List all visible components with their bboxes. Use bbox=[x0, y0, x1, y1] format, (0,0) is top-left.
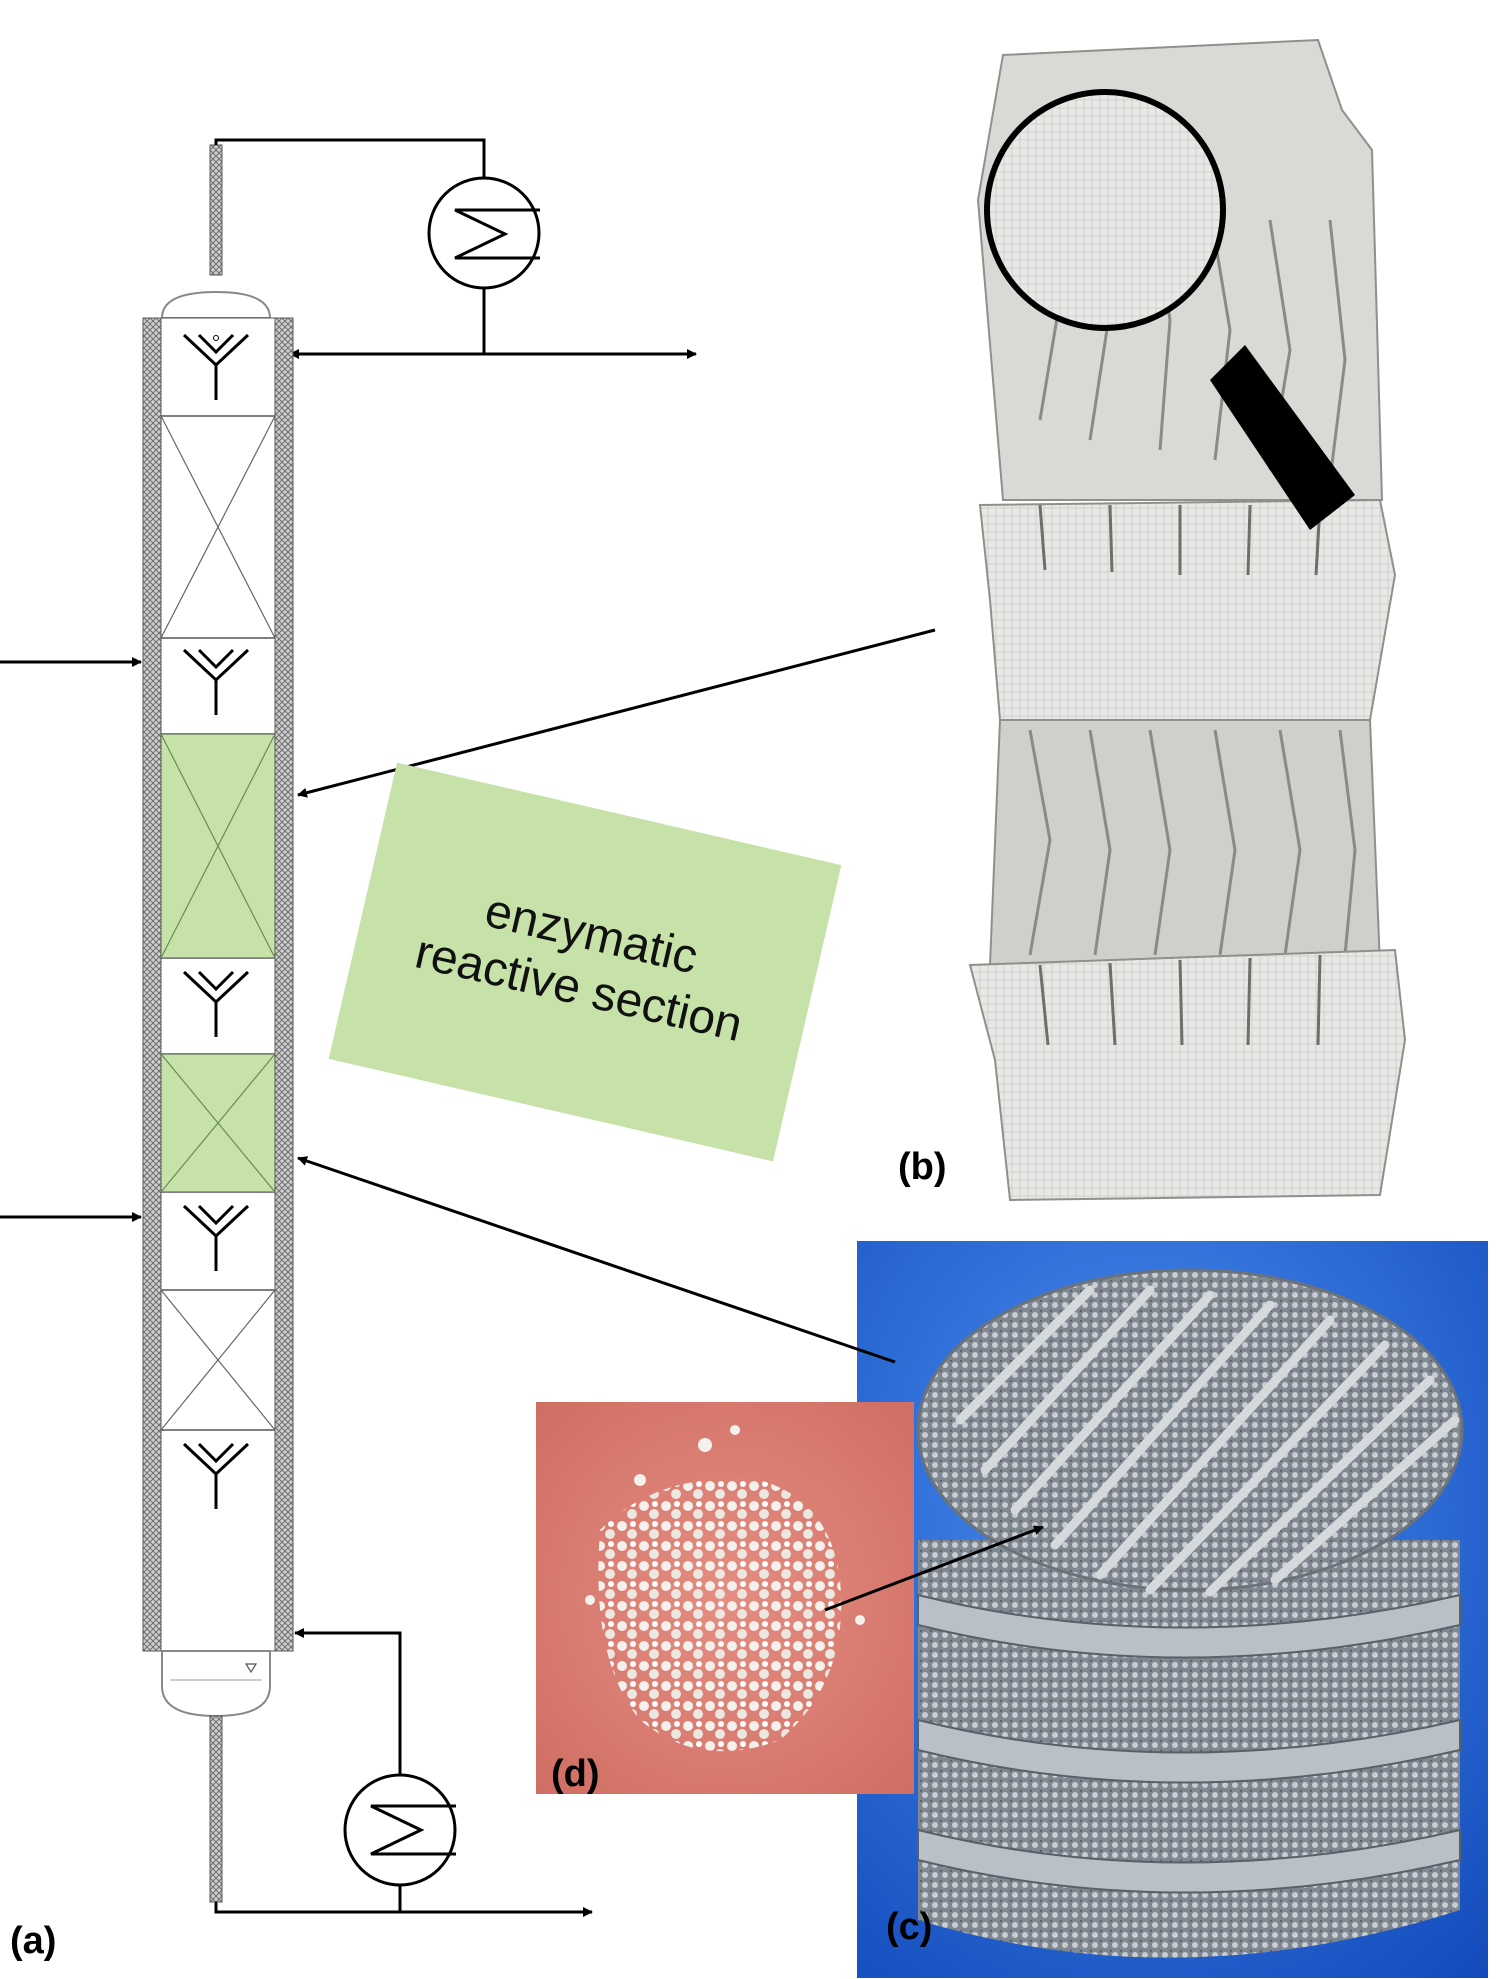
panel-label-d: (d) bbox=[551, 1753, 600, 1795]
bottom-pipe bbox=[209, 1715, 223, 1903]
arrow-c-to-column bbox=[297, 1156, 896, 1364]
liquid-distributor-icon bbox=[182, 648, 250, 715]
column-wall-left bbox=[142, 317, 162, 1652]
reactive-packing-upper bbox=[160, 733, 276, 959]
liquid-distributor-icon bbox=[182, 1442, 250, 1509]
overhead-line bbox=[214, 138, 486, 195]
photo-c-katapak bbox=[857, 1241, 1488, 1978]
column-top-head bbox=[160, 290, 272, 319]
condenser-icon bbox=[427, 176, 541, 290]
panel-label-b: (b) bbox=[898, 1146, 947, 1188]
photo-b-packing bbox=[968, 38, 1407, 1202]
column-wall-right bbox=[274, 317, 294, 1652]
liquid-distributor-icon bbox=[182, 1204, 250, 1271]
magnifier-icon bbox=[984, 89, 1355, 530]
column-schematic bbox=[0, 138, 697, 1917]
liquid-distributor-icon bbox=[182, 970, 250, 1037]
column-sump bbox=[161, 1650, 271, 1718]
arrow-d-to-c bbox=[824, 1525, 1044, 1612]
panel-label-c: (c) bbox=[886, 1906, 933, 1948]
boilup-arrow bbox=[294, 1628, 402, 1787]
liquid-distributor-icon bbox=[182, 333, 250, 400]
photo-d-pellets bbox=[536, 1402, 914, 1794]
reboiler-icon bbox=[343, 1773, 457, 1887]
packed-section-1 bbox=[160, 415, 276, 639]
panel-label-a: (a) bbox=[10, 1920, 57, 1962]
reactive-packing-lower bbox=[160, 1053, 276, 1193]
arrow-b-to-column bbox=[297, 628, 936, 798]
top-vapour-pipe bbox=[209, 144, 223, 276]
bottoms-arrow bbox=[214, 1902, 593, 1917]
packed-section-2 bbox=[160, 1289, 276, 1431]
